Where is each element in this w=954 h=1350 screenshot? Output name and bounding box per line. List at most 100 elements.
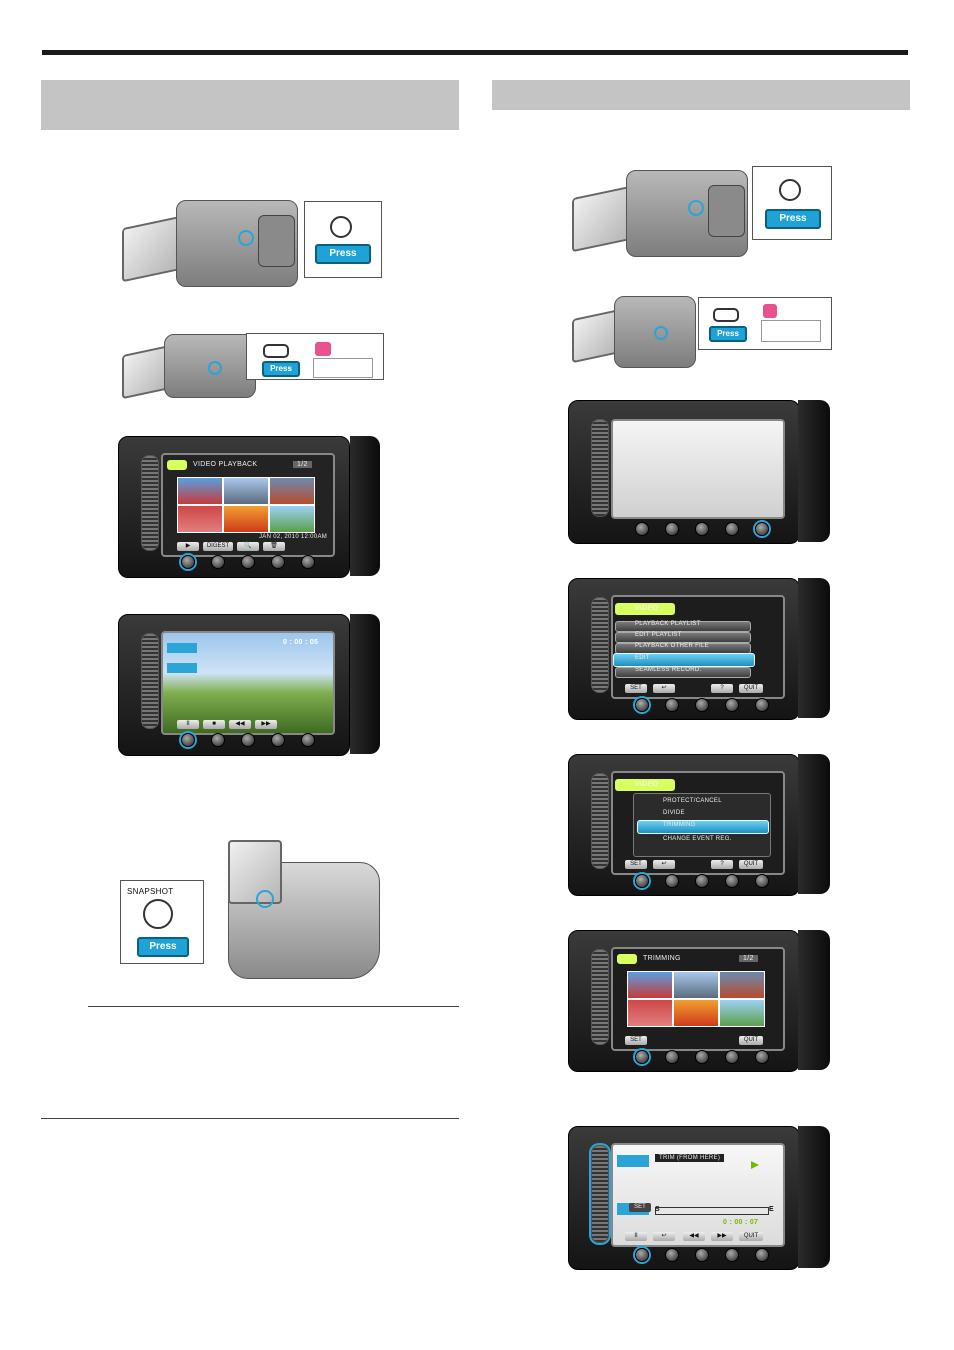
lcd-video-playing: 0 : 00 : 05 II ■ ◀◀ ▶▶ bbox=[118, 614, 350, 756]
press-button: Press bbox=[765, 209, 821, 229]
softkey-quit[interactable]: QUIT bbox=[739, 684, 763, 693]
press-button: Press bbox=[262, 361, 300, 377]
playback-icon bbox=[330, 216, 352, 238]
ok-button[interactable] bbox=[181, 555, 195, 569]
left-section-header bbox=[41, 80, 459, 130]
camcorder-playback-button-illustration: Press bbox=[118, 190, 383, 295]
submenu-item-protect[interactable]: PROTECT/CANCEL bbox=[663, 798, 722, 804]
play-icon bbox=[751, 1161, 759, 1169]
softkey-forward[interactable]: ▶▶ bbox=[711, 1232, 733, 1241]
playback-icon bbox=[779, 179, 801, 201]
lcd-video-menu: VIDEO PLAYBACK PLAYLIST EDIT PLAYLIST PL… bbox=[568, 578, 800, 720]
softkey-quit[interactable]: QUIT bbox=[739, 1232, 763, 1241]
menu-item-selected bbox=[613, 653, 755, 667]
submenu-item-trimming[interactable]: TRIMMING bbox=[663, 822, 696, 828]
callout-box: Press bbox=[304, 201, 382, 278]
press-button: Press bbox=[709, 326, 747, 342]
softkey-quit[interactable]: QUIT bbox=[739, 860, 763, 869]
lcd-hinge bbox=[350, 436, 380, 576]
camcorder-mode-button-illustration: Press bbox=[118, 330, 384, 400]
lcd-hinge bbox=[798, 578, 830, 718]
submenu-item-selected bbox=[637, 820, 769, 834]
softkey-rewind[interactable]: ◀◀ bbox=[683, 1232, 705, 1241]
lcd-hinge bbox=[798, 754, 830, 894]
callout-box: SNAPSHOT Press bbox=[120, 880, 204, 964]
ok-button[interactable] bbox=[635, 522, 649, 536]
press-button: Press bbox=[137, 937, 189, 957]
submenu-item-divide[interactable]: DIVIDE bbox=[663, 810, 685, 816]
date-label: JAN 02, 2010 12:00AM bbox=[259, 534, 328, 540]
softkey-forward[interactable]: ▶▶ bbox=[255, 720, 277, 729]
lcd-hinge bbox=[798, 930, 830, 1070]
ok-button[interactable] bbox=[635, 874, 649, 888]
softkey-back[interactable]: ↩ bbox=[653, 1232, 675, 1241]
menu-tab bbox=[615, 779, 675, 791]
menu-item-edit-playlist[interactable]: EDIT PLAYLIST bbox=[635, 632, 682, 638]
video-mode-icon bbox=[763, 304, 777, 318]
softkey-trim-set[interactable]: SET bbox=[629, 1203, 651, 1212]
menu-tab-label: VIDEO bbox=[635, 605, 659, 612]
menu-item-playback-other-file[interactable]: PLAYBACK OTHER FILE bbox=[635, 643, 709, 649]
menu-tab-label: VIDEO bbox=[635, 781, 659, 788]
snapshot-button-icon bbox=[143, 899, 173, 929]
softkey-play[interactable]: ▶ bbox=[177, 542, 199, 551]
snapshot-label: SNAPSHOT bbox=[127, 887, 174, 896]
softkey-pause[interactable]: II bbox=[177, 720, 199, 729]
softkey-help[interactable]: ? bbox=[711, 860, 733, 869]
press-button: Press bbox=[315, 244, 371, 264]
end-marker: E bbox=[769, 1206, 774, 1213]
screen-title: VIDEO PLAYBACK bbox=[193, 461, 258, 468]
softkey-set[interactable]: SET bbox=[625, 1036, 647, 1045]
screen-title: TRIMMING bbox=[643, 955, 681, 962]
video-mode-icon bbox=[315, 342, 331, 356]
lcd-trim-playback: TRIM (FROM HERE) SET S E 0 : 00 : 07 II … bbox=[568, 1126, 800, 1270]
lcd-video-playback-index: VIDEO PLAYBACK 1/2 JAN 02, 2010 12:00AM … bbox=[118, 436, 350, 578]
trim-timecode: 0 : 00 : 07 bbox=[723, 1219, 759, 1226]
start-marker: S bbox=[655, 1206, 660, 1213]
softkey-back[interactable]: ↩ bbox=[653, 684, 675, 693]
camcorder-playback-button-illustration-right: Press bbox=[568, 160, 833, 265]
ok-button[interactable] bbox=[181, 733, 195, 747]
left-note-bottom-rule bbox=[41, 1118, 459, 1119]
lcd-hinge bbox=[798, 400, 830, 542]
timecode: 0 : 00 : 05 bbox=[283, 639, 319, 646]
menu-button[interactable] bbox=[755, 522, 769, 536]
softkey-pause[interactable]: II bbox=[625, 1232, 647, 1241]
mode-button-icon bbox=[263, 344, 289, 358]
softkey-delete[interactable]: 🗑 bbox=[263, 542, 285, 551]
softkey-stop[interactable]: ■ bbox=[203, 720, 225, 729]
softkey-digest[interactable]: DIGEST bbox=[203, 542, 233, 551]
lcd-blank-menu bbox=[568, 400, 800, 544]
menu-item-seamless-record[interactable]: SEAMLESS RECORD. bbox=[635, 667, 702, 673]
softkey-back[interactable]: ↩ bbox=[653, 860, 675, 869]
ok-button[interactable] bbox=[635, 1248, 649, 1262]
ok-button[interactable] bbox=[635, 698, 649, 712]
callout-box: Press bbox=[698, 297, 832, 350]
lcd-hinge bbox=[798, 1126, 830, 1268]
mode-button-icon bbox=[713, 308, 739, 322]
page-indicator: 1/2 bbox=[739, 955, 758, 962]
ok-button[interactable] bbox=[635, 1050, 649, 1064]
camcorder-snapshot-illustration: SNAPSHOT Press bbox=[118, 832, 388, 992]
camcorder-mode-button-illustration-right: Press bbox=[568, 292, 833, 372]
softkey-set[interactable]: SET bbox=[625, 684, 647, 693]
lcd-edit-submenu: VIDEO PROTECT/CANCEL DIVIDE TRIMMING CHA… bbox=[568, 754, 800, 896]
right-section-header bbox=[492, 80, 910, 110]
playback-button-highlight bbox=[238, 230, 254, 246]
top-rule bbox=[42, 50, 908, 55]
callout-box: Press bbox=[246, 333, 384, 380]
softkey-search[interactable]: 🔍 bbox=[237, 542, 259, 551]
left-note-top-rule bbox=[88, 1006, 459, 1007]
lcd-hinge bbox=[350, 614, 380, 754]
softkey-rewind[interactable]: ◀◀ bbox=[229, 720, 251, 729]
trim-from-here-label: TRIM (FROM HERE) bbox=[655, 1154, 725, 1162]
page-indicator: 1/2 bbox=[293, 461, 312, 468]
menu-item-playback-playlist[interactable]: PLAYBACK PLAYLIST bbox=[635, 621, 701, 627]
submenu-item-change-event[interactable]: CHANGE EVENT REG. bbox=[663, 836, 732, 842]
menu-tab bbox=[615, 603, 675, 615]
softkey-quit[interactable]: QUIT bbox=[739, 1036, 763, 1045]
softkey-set[interactable]: SET bbox=[625, 860, 647, 869]
menu-item-edit[interactable]: EDIT bbox=[635, 655, 650, 661]
callout-box: Press bbox=[752, 166, 832, 240]
softkey-help[interactable]: ? bbox=[711, 684, 733, 693]
